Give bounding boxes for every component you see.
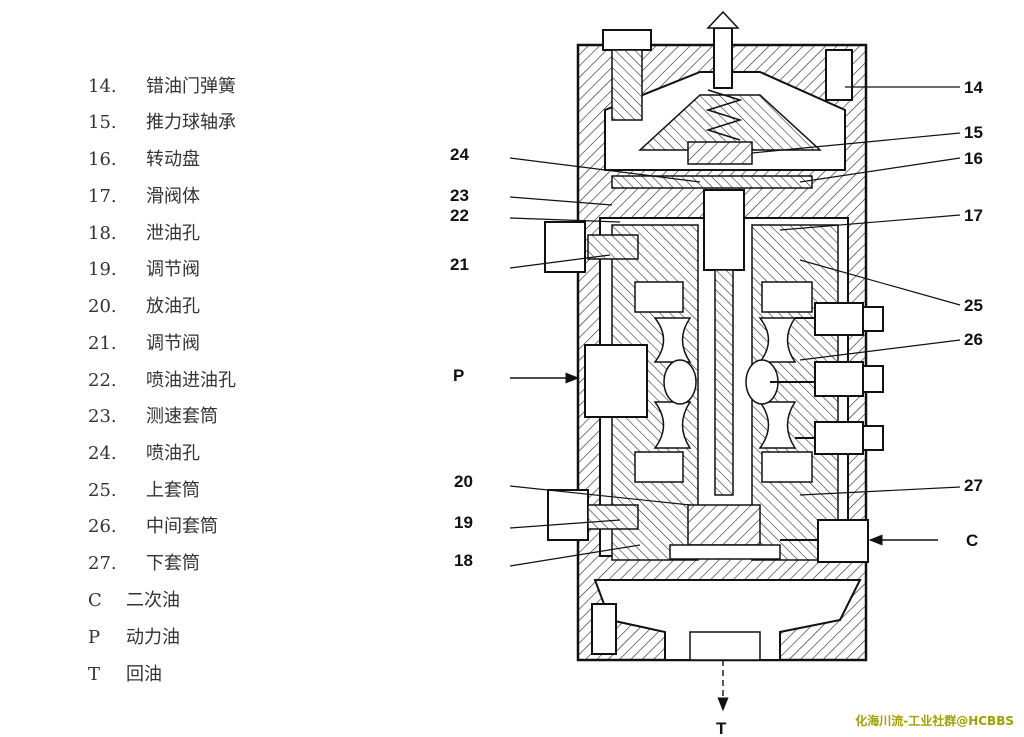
legend-number: 15. [88,112,117,133]
legend-number: 23. [88,406,117,427]
legend-number: 27. [88,553,117,574]
callout-26: 26 [964,330,983,349]
legend-text: 喷油进油孔 [146,370,236,391]
legend-item-16: 16. 转动盘 [88,145,200,171]
callout-27: 27 [964,476,983,495]
legend-text: 推力球轴承 [146,112,236,133]
legend-item-18: 18. 泄油孔 [88,219,200,245]
legend-text: 喷油孔 [146,443,200,464]
legend-number: 21. [88,333,117,354]
callout-16: 16 [964,149,983,168]
legend-number: 18. [88,223,117,244]
legend-item-t: T 回油 [88,660,162,686]
legend-text: 上套筒 [146,480,200,501]
legend-text: 放油孔 [146,296,200,317]
legend-text: 滑阀体 [146,186,200,207]
legend-item-23: 23. 测速套筒 [88,402,218,428]
legend-number: 19. [88,259,117,280]
legend-text: 中间套筒 [146,516,218,537]
legend-text: 调节阀 [146,259,200,280]
legend-number: 25. [88,480,117,501]
legend-text: 泄油孔 [146,223,200,244]
callout-22: 22 [450,206,469,225]
legend-number: 22. [88,370,117,391]
legend-item-p: P 动力油 [88,623,180,649]
callout-c: C [966,531,978,550]
legend-item-15: 15. 推力球轴承 [88,108,236,134]
legend-text: 二次油 [126,590,180,611]
callout-p: P [453,366,464,385]
leader-lines [509,86,961,567]
legend-item-17: 17. 滑阀体 [88,182,200,208]
callout-17: 17 [964,206,983,225]
legend-number: 17. [88,186,117,207]
callout-14: 14 [964,78,983,97]
legend-item-22: 22. 喷油进油孔 [88,366,236,392]
legend-number: 20. [88,296,117,317]
legend-letter: C [88,590,102,611]
legend-text: 回油 [126,664,162,685]
callout-24: 24 [450,145,469,164]
legend-item-24: 24. 喷油孔 [88,439,200,465]
callout-18: 18 [454,551,473,570]
legend-text: 调节阀 [146,333,200,354]
legend-item-20: 20. 放油孔 [88,292,200,318]
callout-15: 15 [964,123,983,142]
legend-item-21: 21. 调节阀 [88,329,200,355]
legend-item-19: 19. 调节阀 [88,255,200,281]
watermark: 化海川流-工业社群@HCBBS [855,714,1014,728]
callout-20: 20 [454,472,473,491]
callout-t: T [716,719,727,737]
callout-19: 19 [454,513,473,532]
legend-number: 24. [88,443,117,464]
legend-text: 下套筒 [146,553,200,574]
legend-item-c: C 二次油 [88,586,180,612]
legend-item-26: 26. 中间套筒 [88,512,218,538]
legend-number: 26. [88,516,117,537]
legend-letter: T [88,664,101,685]
callout-23: 23 [450,186,469,205]
legend-item-14: 14. 错油门弹簧 [88,72,236,98]
legend-item-27: 27. 下套筒 [88,549,200,575]
legend-item-25: 25. 上套筒 [88,476,200,502]
legend-number: 14. [88,76,117,97]
callout-25: 25 [964,296,983,315]
central-spool [611,10,813,560]
legend-letter: P [88,627,101,648]
legend-text: 转动盘 [146,149,200,170]
legend-text: 测速套筒 [146,406,218,427]
legend-text: 错油门弹簧 [146,76,236,97]
callout-21: 21 [450,255,469,274]
legend-number: 16. [88,149,117,170]
fittings [544,29,884,655]
legend-text: 动力油 [126,627,180,648]
